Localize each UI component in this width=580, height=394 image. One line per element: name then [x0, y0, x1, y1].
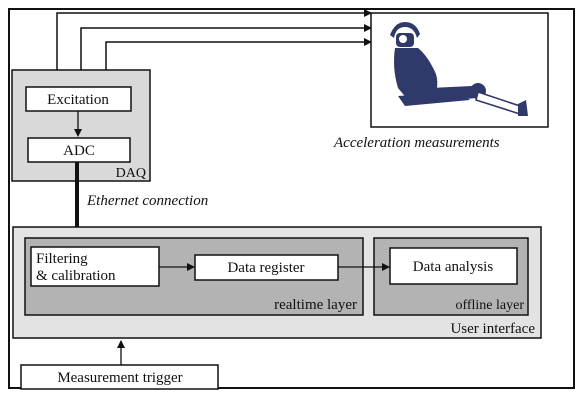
realtime-layer-label: realtime layer — [274, 297, 357, 313]
filtering-label-line2: & calibration — [36, 268, 116, 284]
excitation-cable-2 — [80, 24, 372, 84]
excitation-label: Excitation — [47, 92, 109, 108]
seated-occupant-icon — [390, 22, 528, 116]
user-interface-label: User interface — [450, 321, 535, 337]
ethernet-connection-label: Ethernet connection — [86, 193, 208, 209]
adc-node — [27, 137, 131, 163]
acceleration-measurements-label: Acceleration measurements — [333, 135, 500, 151]
adc-label: ADC — [63, 143, 95, 159]
measurement-trigger-label: Measurement trigger — [57, 370, 182, 386]
filtering-label-line1: Filtering — [36, 251, 88, 267]
data-register-node — [194, 254, 339, 281]
filtering-node — [30, 246, 160, 287]
data-register-label: Data register — [227, 260, 304, 276]
measurement-trigger-node — [20, 364, 219, 390]
data-analysis-node — [389, 247, 518, 285]
data-analysis-label: Data analysis — [413, 259, 494, 275]
daq-label: DAQ — [116, 166, 146, 181]
offline-layer-label: offline layer — [455, 298, 524, 313]
excitation-cable-1 — [56, 9, 372, 84]
excitation-node — [25, 86, 132, 112]
